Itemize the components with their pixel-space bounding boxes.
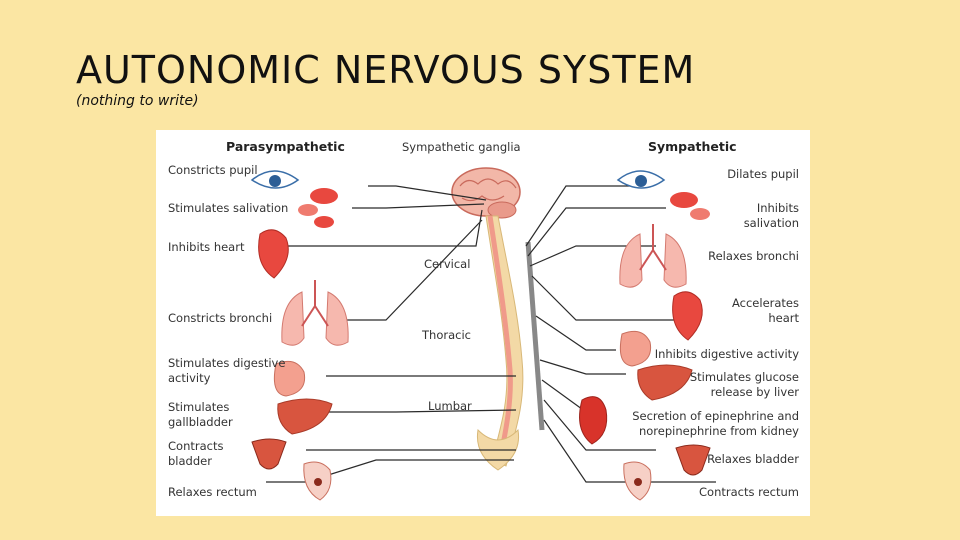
parasympathetic-header: Parasympathetic <box>226 139 345 154</box>
para-effect-label: Inhibits heart <box>168 240 245 254</box>
para-effect-label: Stimulates salivation <box>168 201 289 215</box>
slide-subtitle: (nothing to write) <box>76 93 199 109</box>
heart-icon <box>672 291 703 341</box>
spine-illustration <box>476 215 524 471</box>
stomach-icon <box>273 360 306 397</box>
parasympathetic-nerves <box>266 185 517 483</box>
rectum-icon <box>303 461 332 501</box>
sympathetic-nerves <box>525 185 716 483</box>
region-cervical: Cervical <box>424 257 471 271</box>
symp-effect-label: Secretion of epinephrine and norepinephr… <box>632 409 799 438</box>
salivary-gland-icon <box>298 188 338 228</box>
diagram-panel: Parasympathetic Sympathetic ganglia Symp… <box>156 130 810 516</box>
sympathetic-chain <box>525 241 545 431</box>
bladder-icon <box>251 438 287 470</box>
symp-effect-label: Dilates pupil <box>727 167 799 181</box>
para-effect-label: Stimulates digestive activity <box>168 356 286 385</box>
symp-effect-label: Contracts rectum <box>699 485 799 499</box>
brain-illustration <box>451 167 521 219</box>
ganglia-header: Sympathetic ganglia <box>402 140 521 154</box>
eye-icon <box>250 170 300 189</box>
liver-icon <box>277 398 333 435</box>
liver-icon <box>637 364 693 401</box>
para-effect-label: Contracts bladder <box>168 439 224 468</box>
lungs-icon <box>619 224 687 288</box>
para-effect-label: Stimulates gallbladder <box>168 400 233 429</box>
symp-effect-label: Relaxes bladder <box>707 452 799 466</box>
symp-effect-label: Stimulates glucose release by liver <box>689 370 799 399</box>
region-lumbar: Lumbar <box>428 399 472 413</box>
symp-effect-label: Accelerates heart <box>731 296 799 325</box>
symp-effect-label: Inhibits salivation <box>743 201 799 230</box>
bladder-icon <box>675 444 711 476</box>
symp-effect-label: Inhibits digestive activity <box>654 347 799 361</box>
lungs-icon <box>281 280 349 346</box>
eye-icon <box>616 170 666 189</box>
sympathetic-header: Sympathetic <box>648 139 737 154</box>
stomach-icon <box>619 330 652 367</box>
rectum-icon <box>623 461 652 501</box>
slide-title: AUTONOMIC NERVOUS SYSTEM <box>76 48 696 92</box>
nerve-diagram <box>250 167 716 501</box>
para-effect-label: Relaxes rectum <box>168 485 257 499</box>
region-thoracic: Thoracic <box>422 328 471 342</box>
para-effect-label: Constricts bronchi <box>168 311 273 325</box>
para-effect-label: Constricts pupil <box>168 163 258 177</box>
symp-effect-label: Relaxes bronchi <box>708 249 799 263</box>
kidney-icon <box>579 396 608 445</box>
heart-icon <box>258 229 289 279</box>
salivary-gland-icon <box>670 192 710 220</box>
